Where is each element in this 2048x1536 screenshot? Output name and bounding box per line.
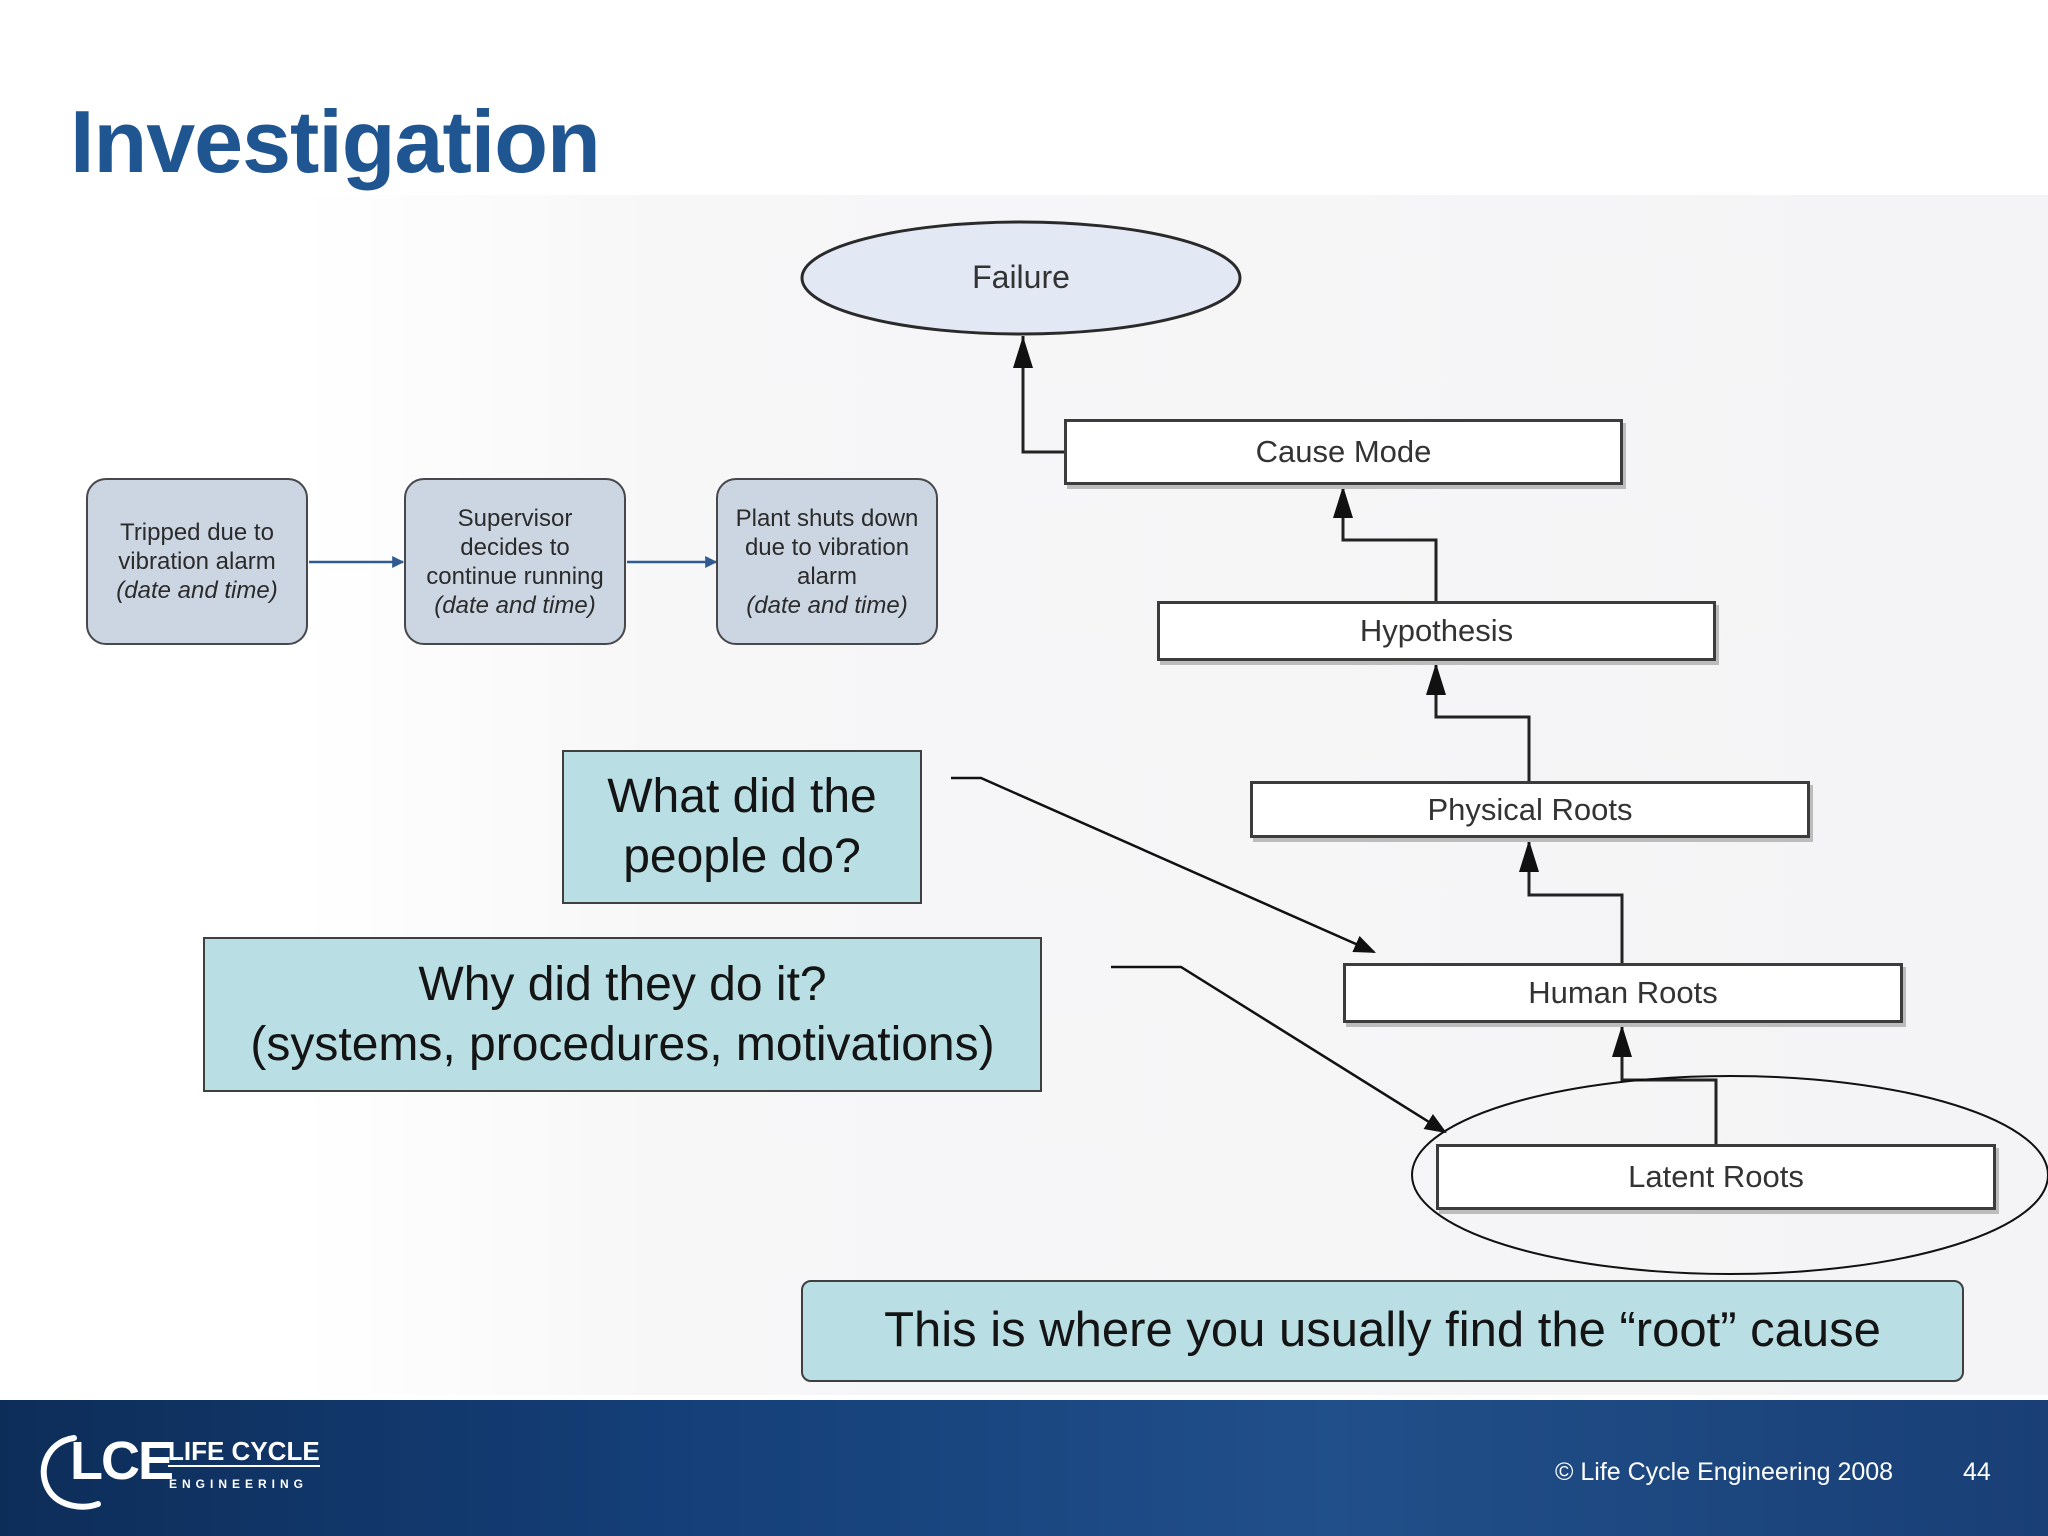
- arrowhead-failure: [1013, 336, 1033, 368]
- timeline-detail: (date and time): [746, 591, 908, 619]
- callout-what-people-did: What did the people do?: [562, 750, 922, 904]
- timeline-line: decides to: [460, 533, 570, 561]
- lce-logo: LCE LIFE CYCLE ENGINEERING: [34, 1426, 334, 1516]
- callout-root-cause: This is where you usually find the “root…: [801, 1280, 1964, 1382]
- timeline-detail: (date and time): [434, 591, 596, 619]
- pointer-why-to-latent-roots: [1111, 965, 1447, 1134]
- arrowhead-cause-mode: [1333, 486, 1353, 518]
- timeline-line: alarm: [796, 562, 857, 590]
- logo-mark: LCE: [70, 1431, 174, 1491]
- node-human-roots: Human Roots: [1343, 963, 1903, 1023]
- timeline-line: due to vibration: [744, 533, 910, 561]
- timeline-box-shutdown: Plant shuts down due to vibration alarm …: [716, 478, 938, 645]
- latent-roots-label: Latent Roots: [1628, 1159, 1804, 1194]
- latent-roots-highlight-circle: [1411, 1075, 2048, 1275]
- failure-ellipse: [800, 220, 1242, 336]
- callout-line: people do?: [623, 830, 861, 883]
- callout-line: Why did they do it?: [418, 957, 827, 1011]
- node-cause-mode: Cause Mode: [1064, 419, 1623, 485]
- timeline-line: Supervisor: [457, 504, 573, 532]
- callout-line: What did the: [607, 770, 877, 823]
- hypothesis-label: Hypothesis: [1359, 613, 1514, 648]
- slide-title: Investigation: [70, 92, 601, 191]
- callout-line: (systems, procedures, motivations): [250, 1017, 995, 1071]
- human-roots-label: Human Roots: [1528, 975, 1718, 1010]
- timeline-line: continue running: [426, 562, 604, 590]
- timeline-box-tripped: Tripped due to vibration alarm (date and…: [86, 478, 308, 645]
- physical-roots-label: Physical Roots: [1427, 791, 1633, 827]
- timeline-line: Plant shuts down: [735, 504, 919, 532]
- arrowhead-human-roots: [1612, 1025, 1632, 1057]
- footer-bar: [0, 1400, 2048, 1536]
- logo-subtitle: ENGINEERING: [169, 1477, 309, 1491]
- connector-cause-to-failure: [1021, 336, 1064, 454]
- logo-name: LIFE CYCLE: [168, 1436, 320, 1467]
- cause-mode-label: Cause Mode: [1255, 434, 1432, 469]
- arrowhead-hypothesis: [1426, 663, 1446, 695]
- timeline-line: Tripped due to: [120, 519, 274, 546]
- failure-label: Failure: [972, 258, 1070, 295]
- pointer-people-to-human-roots: [951, 776, 1377, 954]
- node-hypothesis: Hypothesis: [1157, 601, 1716, 661]
- timeline-line: vibration alarm: [118, 548, 276, 575]
- logo-swoosh-icon: [40, 1435, 101, 1510]
- node-latent-roots: Latent Roots: [1436, 1144, 1996, 1210]
- callout-line: This is where you usually find the “root…: [884, 1303, 1881, 1358]
- callout-why-they-did-it: Why did they do it? (systems, procedures…: [203, 937, 1042, 1092]
- timeline-detail: (date and time): [116, 577, 278, 604]
- page-number: 44: [1963, 1458, 1991, 1486]
- timeline-box-supervisor: Supervisor decides to continue running (…: [404, 478, 626, 645]
- copyright-text: © Life Cycle Engineering 2008: [1555, 1458, 1894, 1486]
- arrowhead-physical-roots: [1519, 840, 1539, 872]
- node-physical-roots: Physical Roots: [1250, 781, 1810, 838]
